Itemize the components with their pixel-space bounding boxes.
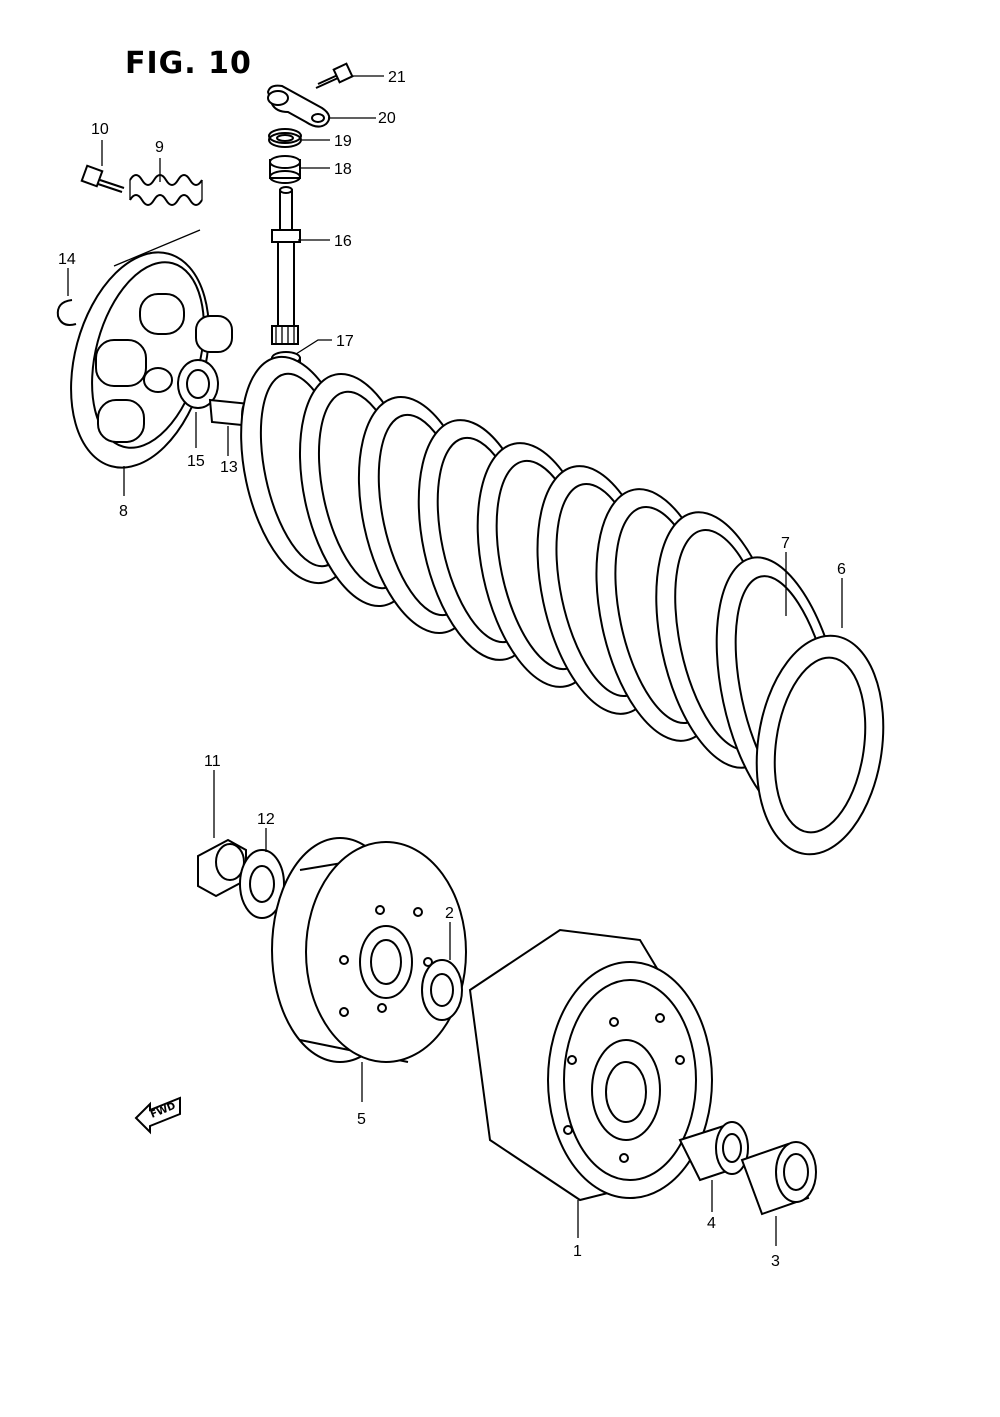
callout-20: 20 xyxy=(378,110,396,127)
callout-9: 9 xyxy=(155,139,164,156)
bolt-10 xyxy=(80,164,125,193)
callout-2: 2 xyxy=(445,905,454,922)
lock-washer-12 xyxy=(239,849,285,919)
callout-11: 11 xyxy=(204,753,221,770)
callout-12: 12 xyxy=(257,811,275,828)
clutch-plate-6 xyxy=(755,634,885,856)
shaft-16 xyxy=(271,186,301,345)
callout-7: 7 xyxy=(781,535,790,552)
spring-9 xyxy=(129,174,203,206)
clutch-plate-stack xyxy=(240,355,785,769)
callout-4: 4 xyxy=(707,1215,716,1232)
callout-1: 1 xyxy=(573,1243,582,1260)
callout-17: 17 xyxy=(336,333,354,350)
fwd-arrow-icon: FWD xyxy=(134,1096,181,1135)
bearing-18 xyxy=(269,155,301,184)
pressure-plate-8 xyxy=(70,251,233,469)
thrust-washer-2 xyxy=(421,959,463,1021)
callout-21: 21 xyxy=(388,69,406,86)
needle-bearing-4 xyxy=(678,1121,750,1182)
figure-title: FIG. 10 xyxy=(125,46,252,81)
callout-5: 5 xyxy=(357,1111,366,1128)
callout-18: 18 xyxy=(334,161,352,178)
callout-13: 13 xyxy=(220,459,238,476)
circlip-14 xyxy=(56,299,77,326)
callout-14: 14 xyxy=(58,251,76,268)
callout-10: 10 xyxy=(91,121,109,138)
callout-8: 8 xyxy=(119,503,128,520)
bolt-21 xyxy=(315,62,354,89)
seal-19 xyxy=(268,128,302,148)
spacer-3 xyxy=(740,1141,817,1216)
callout-19: 19 xyxy=(334,133,352,150)
callout-3: 3 xyxy=(771,1253,780,1270)
callout-16: 16 xyxy=(334,233,352,250)
callout-15: 15 xyxy=(187,453,205,470)
callout-6: 6 xyxy=(837,561,846,578)
nut-11 xyxy=(197,838,247,898)
clutch-housing-1 xyxy=(468,928,713,1202)
driven-gear-5 xyxy=(271,837,467,1063)
lever-20 xyxy=(266,84,331,128)
